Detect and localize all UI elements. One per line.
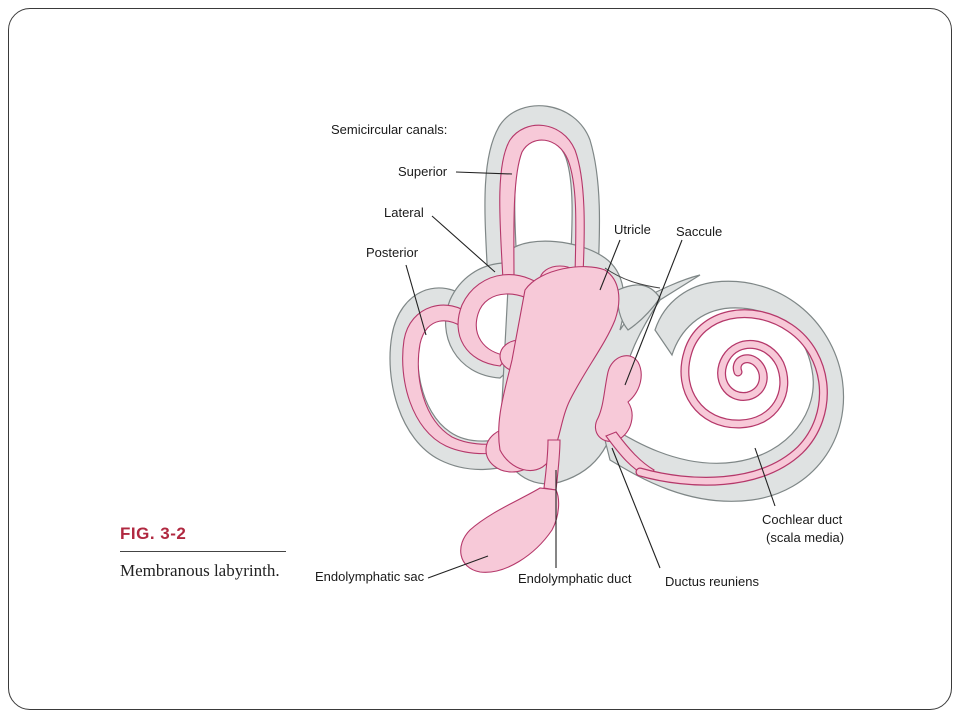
label-saccule: Saccule	[676, 224, 723, 239]
label-posterior: Posterior	[366, 245, 419, 260]
leader-saccule	[624, 239, 683, 386]
connector-line	[604, 267, 661, 289]
ductus-reuniens-duct	[605, 431, 655, 479]
label-endolymphatic-sac: Endolymphatic sac	[315, 569, 425, 584]
label-utricle: Utricle	[614, 222, 651, 237]
figure-number: FIG. 3-2	[120, 524, 187, 543]
saccule	[594, 355, 642, 442]
label-lateral: Lateral	[384, 205, 424, 220]
utricle	[498, 266, 620, 471]
leader-cochlear	[754, 447, 776, 507]
caption-divider	[120, 551, 286, 552]
leader-superior	[455, 171, 513, 175]
leader-endolymphatic-sac	[427, 555, 489, 579]
label-endolymphatic-duct: Endolymphatic duct	[518, 571, 632, 586]
leader-posterior	[405, 264, 427, 336]
label-superior: Superior	[398, 164, 448, 179]
bony-cochlea-bridge	[616, 284, 661, 331]
bony-cochlea	[599, 280, 844, 502]
label-ductus-reuniens: Ductus reuniens	[665, 574, 759, 589]
label-scala-media: (scala media)	[766, 530, 845, 545]
leader-ductus-reuniens	[611, 447, 661, 569]
figure-caption: FIG. 3-2 Membranous labyrinth.	[120, 524, 286, 581]
leader-utricle	[599, 239, 621, 291]
endolymphatic-sac	[460, 487, 560, 573]
leader-lines	[405, 171, 776, 579]
label-semicircular-canals: Semicircular canals:	[331, 122, 448, 137]
leader-lateral	[431, 215, 496, 273]
membranous-labyrinth	[402, 124, 828, 573]
label-cochlear-duct: Cochlear duct	[762, 512, 843, 527]
figure-title: Membranous labyrinth.	[120, 561, 280, 580]
cochlear-duct-spiral-fill	[636, 310, 827, 485]
